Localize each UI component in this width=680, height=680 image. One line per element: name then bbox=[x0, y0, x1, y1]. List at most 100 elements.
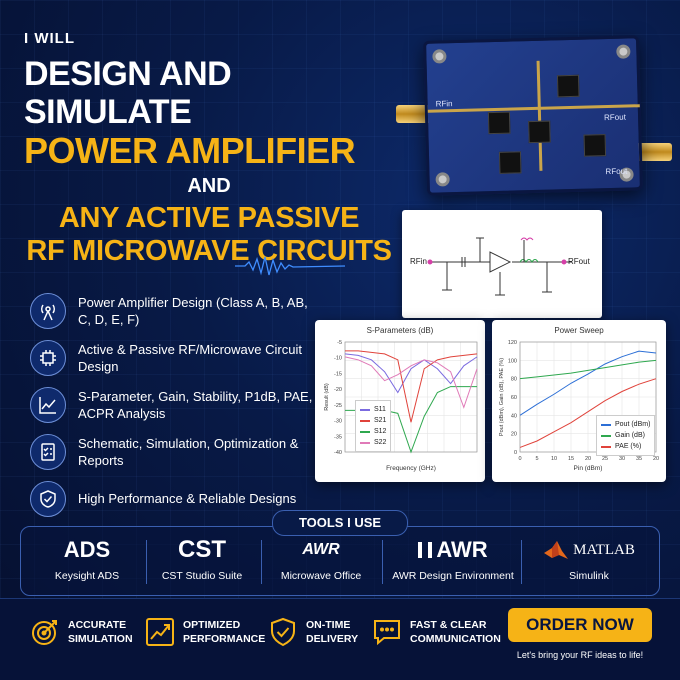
y-axis-label: Result (dB) bbox=[324, 383, 330, 411]
tools-panel bbox=[20, 526, 660, 596]
tool-name: Microwave Office bbox=[280, 570, 362, 582]
chart-title: S-Parameters (dB) bbox=[366, 326, 434, 335]
tool-ads: ADS Keysight ADS bbox=[28, 536, 146, 582]
benefit-line1: FAST & CLEAR bbox=[410, 619, 487, 631]
pcb-board-image: RFin RFout RFout bbox=[423, 35, 643, 196]
divider bbox=[261, 540, 262, 584]
tool-awr-design-environment: AWR AWR Design Environment bbox=[389, 536, 517, 582]
schematic-card: RFin RFout bbox=[402, 210, 602, 318]
series-line-gain-db- bbox=[519, 359, 657, 380]
feature-item: S-Parameter, Gain, Stability, P1dB, PAE,… bbox=[30, 381, 320, 428]
tagline: Let's bring your RF ideas to life! bbox=[516, 650, 644, 660]
legend-swatch bbox=[360, 408, 370, 411]
tool-matlab: MATLAB Simulink bbox=[530, 536, 648, 582]
schematic-in-label: RFin bbox=[410, 257, 427, 266]
x-tick-label: 20 bbox=[653, 456, 659, 462]
tool-cst: CST CST Studio Suite bbox=[143, 536, 261, 582]
x-tick-label: 25 bbox=[602, 456, 608, 462]
pcb-label-out2: RFout bbox=[605, 166, 628, 177]
divider bbox=[521, 540, 522, 584]
schematic-out-label: RFout bbox=[568, 257, 590, 266]
benefit-item: OPTIMIZED PERFORMANCE bbox=[143, 615, 265, 649]
feature-item: Schematic, Simulation, Optimization & Re… bbox=[30, 428, 320, 475]
target-icon bbox=[28, 615, 62, 649]
antenna-icon bbox=[30, 292, 66, 329]
tools-title: TOOLS I USE bbox=[272, 510, 408, 536]
x-tick-label: 0 bbox=[518, 456, 521, 462]
y-tick-label: 0 bbox=[514, 450, 517, 456]
series-line-pout-dbm- bbox=[519, 350, 657, 416]
feature-text: Active & Passive RF/Microwave Circuit De… bbox=[78, 341, 302, 374]
feature-text: High Performance & Reliable Designs bbox=[78, 491, 297, 506]
y-axis-label: Pout (dBm), Gain (dB), PAE (%) bbox=[499, 358, 505, 436]
feature-list: Power Amplifier Design (Class A, B, AB, … bbox=[30, 287, 320, 522]
legend-swatch bbox=[360, 430, 370, 433]
y-tick-label: -15 bbox=[334, 371, 342, 377]
cst-logo: CST bbox=[178, 536, 226, 563]
headline-intro: I WILL bbox=[24, 30, 75, 47]
x-axis-label: Frequency (GHz) bbox=[386, 465, 436, 472]
growth-chart-icon bbox=[143, 615, 177, 649]
divider bbox=[146, 540, 147, 584]
feature-item: Active & Passive RF/Microwave Circuit De… bbox=[30, 334, 320, 381]
matlab-logo: MATLAB bbox=[530, 536, 648, 564]
legend-swatch bbox=[360, 441, 370, 444]
y-tick-label: 40 bbox=[511, 413, 517, 419]
legend-label: PAE (%) bbox=[615, 443, 642, 450]
chip-icon bbox=[30, 339, 66, 376]
legend-swatch bbox=[601, 445, 611, 448]
series-line-s11 bbox=[344, 353, 478, 394]
benefit-line2: DELIVERY bbox=[306, 633, 359, 645]
legend-entry: S21 bbox=[360, 415, 386, 426]
legend-label: Pout (dBm) bbox=[615, 421, 651, 428]
order-now-button[interactable]: ORDER NOW bbox=[508, 608, 652, 642]
matlab-membrane-icon bbox=[544, 541, 569, 559]
chart-title: Power Sweep bbox=[554, 326, 604, 335]
y-tick-label: -30 bbox=[334, 419, 342, 425]
awr-logo: AWR bbox=[389, 536, 517, 564]
benefit-line1: OPTIMIZED bbox=[183, 619, 241, 631]
y-tick-label: -5 bbox=[337, 340, 342, 346]
awr-logo: AWR bbox=[302, 541, 340, 558]
shield-check-icon bbox=[266, 615, 300, 649]
divider bbox=[382, 540, 383, 584]
checklist-icon bbox=[30, 433, 66, 470]
y-tick-label: -40 bbox=[334, 450, 342, 456]
plot-frame bbox=[519, 341, 657, 453]
legend-swatch bbox=[601, 423, 611, 426]
y-tick-label: -35 bbox=[334, 434, 342, 440]
line-chart-icon bbox=[30, 386, 66, 423]
s-parameters-chart-card: S-Parameters (dB) -5-10-15-20-25-30-35-4… bbox=[315, 320, 485, 482]
series-line-s22 bbox=[344, 356, 478, 409]
x-tick-label: 20 bbox=[585, 456, 591, 462]
legend-entry: Gain (dB) bbox=[601, 430, 650, 441]
x-axis-label: Pin (dBm) bbox=[574, 465, 603, 472]
y-tick-label: 80 bbox=[511, 377, 517, 383]
tool-name: AWR Design Environment bbox=[392, 570, 514, 582]
legend-label: S21 bbox=[374, 417, 387, 424]
legend-entry: Pout (dBm) bbox=[601, 419, 650, 430]
y-tick-label: 100 bbox=[508, 358, 517, 364]
headline-line1: DESIGN AND SIMULATE bbox=[24, 55, 232, 131]
y-tick-label: 20 bbox=[511, 432, 517, 438]
signal-wave-decoration bbox=[235, 256, 345, 276]
feature-text: Power Amplifier Design (Class A, B, AB, … bbox=[78, 294, 308, 327]
legend-swatch bbox=[601, 434, 611, 437]
chat-icon bbox=[370, 615, 404, 649]
legend-entry: PAE (%) bbox=[601, 441, 650, 452]
benefit-line2: PERFORMANCE bbox=[183, 633, 266, 645]
feature-item: High Performance & Reliable Designs bbox=[30, 475, 320, 522]
awr-mark-icon bbox=[418, 542, 433, 558]
headline-line4: ANY ACTIVE PASSIVE bbox=[58, 202, 360, 234]
y-tick-label: -20 bbox=[334, 387, 342, 393]
feature-item: Power Amplifier Design (Class A, B, AB, … bbox=[30, 287, 320, 334]
legend-entry: S12 bbox=[360, 426, 386, 437]
x-tick-label: 35 bbox=[636, 456, 642, 462]
legend-label: S22 bbox=[374, 439, 387, 446]
benefit-line1: ACCURATE bbox=[68, 619, 127, 631]
legend-label: Gain (dB) bbox=[615, 432, 645, 439]
